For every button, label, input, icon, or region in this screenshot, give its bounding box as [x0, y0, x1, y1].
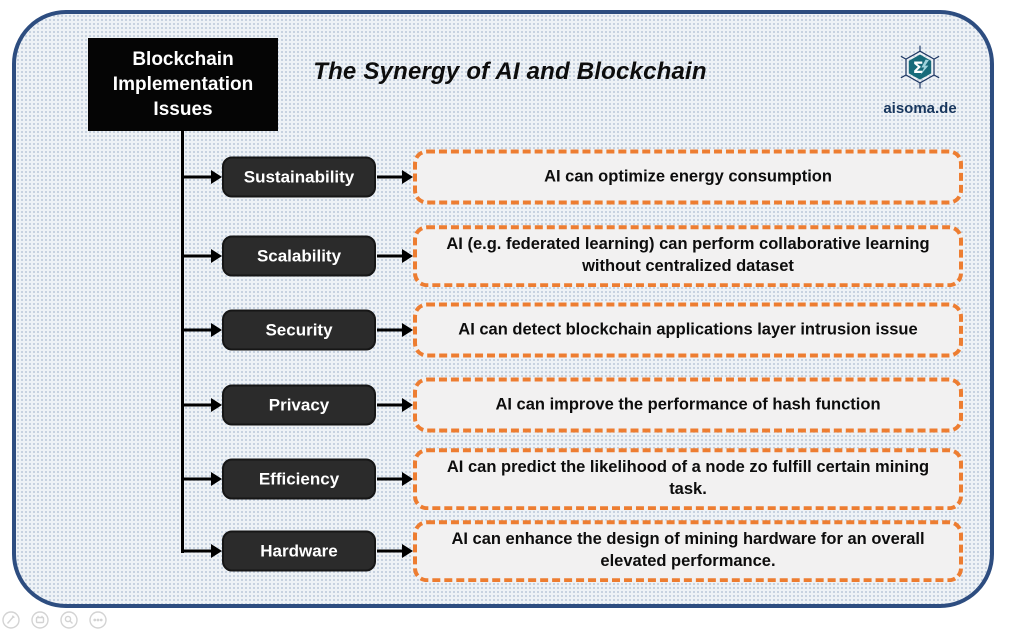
connector-line	[183, 477, 212, 481]
ai-solution-text: AI can improve the performance of hash f…	[495, 395, 881, 414]
arrowhead-icon	[211, 249, 222, 263]
connector-line	[377, 477, 403, 481]
arrowhead-icon	[402, 472, 413, 486]
ai-solution-box: AI can improve the performance of hash f…	[413, 377, 963, 433]
ai-solution-text: AI can detect blockchain applications la…	[458, 320, 918, 339]
ai-solution-box: AI (e.g. federated learning) can perform…	[413, 225, 963, 287]
print-icon[interactable]	[31, 611, 49, 629]
connector-line	[377, 254, 403, 258]
more-icon[interactable]	[89, 611, 107, 629]
issue-node-label: Efficiency	[258, 469, 340, 488]
arrowhead-icon	[211, 170, 222, 184]
aisoma-logo: Σ aisoma.de	[862, 42, 978, 117]
aisoma-hexagon-icon: Σ	[892, 45, 948, 98]
arrowhead-icon	[402, 249, 413, 263]
connector-line	[183, 254, 212, 258]
issue-node-label: Privacy	[268, 395, 330, 414]
issue-node-label: Security	[265, 320, 333, 339]
arrowhead-icon	[211, 544, 222, 558]
issue-node-efficiency: Efficiency	[222, 458, 376, 500]
connector-line	[183, 549, 212, 553]
arrowhead-icon	[211, 323, 222, 337]
connector-line	[377, 175, 403, 179]
issue-node-hardware: Hardware	[222, 530, 376, 572]
arrowhead-icon	[402, 170, 413, 184]
issue-node-scalability: Scalability	[222, 235, 376, 277]
arrowhead-icon	[211, 472, 222, 486]
ai-solution-text: AI (e.g. federated learning) can perform…	[446, 235, 930, 275]
ai-solution-text: AI can optimize energy consumption	[544, 167, 832, 186]
aisoma-logo-text: aisoma.de	[883, 100, 957, 117]
arrowhead-icon	[402, 544, 413, 558]
magnifier-icon[interactable]	[60, 611, 78, 629]
pencil-icon[interactable]	[2, 611, 20, 629]
issue-node-privacy: Privacy	[222, 384, 376, 426]
ai-solution-box: AI can predict the likelihood of a node …	[413, 448, 963, 510]
connector-line	[183, 328, 212, 332]
issue-node-label: Hardware	[260, 541, 338, 560]
connector-trunk-line	[181, 130, 184, 553]
viewer-toolbar	[2, 611, 107, 629]
connector-line	[377, 549, 403, 553]
root-node-blockchain-issues: Blockchain Implementation Issues	[88, 38, 278, 131]
connector-line	[377, 328, 403, 332]
ai-solution-text: AI can enhance the design of mining hard…	[451, 530, 925, 570]
issue-node-sustainability: Sustainability	[222, 156, 376, 198]
connector-line	[183, 175, 212, 179]
ai-solution-box: AI can optimize energy consumption	[413, 149, 963, 205]
issue-node-label: Scalability	[256, 246, 342, 265]
ai-solution-box: AI can detect blockchain applications la…	[413, 302, 963, 358]
svg-text:Σ: Σ	[913, 58, 924, 77]
ai-solution-text: AI can predict the likelihood of a node …	[446, 458, 930, 498]
arrowhead-icon	[402, 398, 413, 412]
arrowhead-icon	[211, 398, 222, 412]
arrowhead-icon	[402, 323, 413, 337]
root-node-label: Blockchain Implementation Issues	[112, 48, 254, 121]
ai-solution-box: AI can enhance the design of mining hard…	[413, 520, 963, 582]
issue-node-security: Security	[222, 309, 376, 351]
issue-node-label: Sustainability	[243, 167, 355, 186]
connector-line	[183, 403, 212, 407]
connector-line	[377, 403, 403, 407]
slide-title: The Synergy of AI and Blockchain	[313, 58, 707, 85]
